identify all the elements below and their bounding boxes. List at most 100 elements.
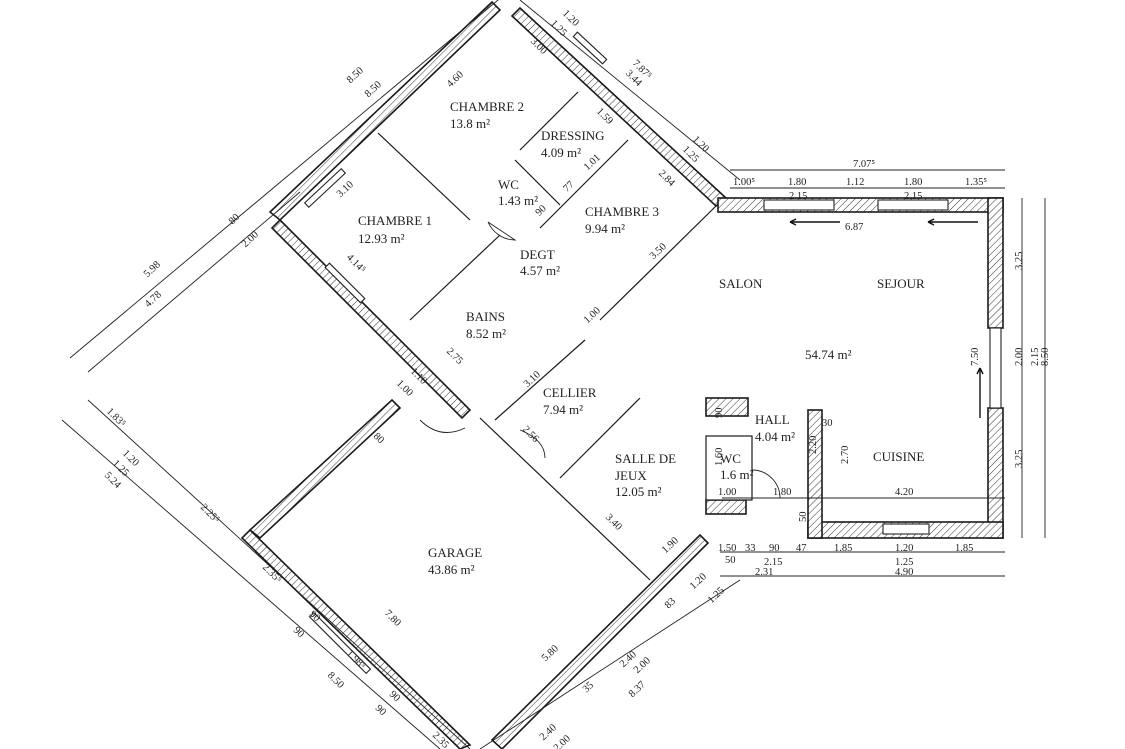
wall-right-lower: [987, 407, 1004, 539]
dim-bl-90d: 90: [373, 703, 388, 718]
room-name-garage: GARAGE: [428, 545, 482, 560]
dim-br-837: 8.37: [627, 679, 648, 700]
window-ch2: [303, 167, 347, 209]
dim-h-420: 4.20: [895, 487, 913, 498]
partition-ch1-ch2: [377, 132, 471, 221]
door-garage: [419, 419, 466, 433]
dim-top-350: 3.50: [648, 241, 669, 262]
partition-garage-cellier: [479, 417, 651, 581]
slide-arrow-1: [789, 218, 840, 226]
wall-hall-left: [705, 397, 749, 417]
dim-left-598: 5.98: [142, 259, 163, 280]
wall-wc2: [705, 435, 753, 501]
dim-top-101: 1.01: [582, 152, 603, 173]
dim-h-160: 1.60: [714, 448, 725, 466]
dim-top-850b: 8.50: [363, 79, 384, 100]
dim-line-top-long: [69, 0, 499, 359]
dim-h-270: 2.70: [840, 446, 851, 464]
dim-b-490: 4.90: [895, 567, 913, 578]
dim-h-180: 1.80: [773, 487, 791, 498]
room-name-chambre2: CHAMBRE 2: [450, 99, 524, 114]
room-name-hall: HALL: [755, 412, 790, 427]
dim-left-310b: 3.10: [522, 369, 543, 390]
dim-r-100: 1.00⁵: [733, 177, 755, 188]
dim-h-30: 30: [822, 418, 833, 429]
dim-r-687: 6.87: [845, 222, 863, 233]
partition-ch3-salon: [599, 205, 717, 321]
dim-r-135: 1.35⁵: [965, 177, 987, 188]
dim-top-850a: 8.50: [345, 65, 366, 86]
room-name-cuisine: CUISINE: [873, 449, 924, 464]
room-area-cellier: 7.94 m²: [543, 402, 583, 417]
dim-top-77: 77: [561, 179, 576, 194]
dim-left-100b: 1.00: [582, 305, 603, 326]
partition-bains: [409, 234, 501, 321]
wall-right-upper: [987, 197, 1004, 329]
dim-line-bl2: [87, 399, 471, 749]
dim-left-275: 2.75: [444, 346, 465, 367]
dim-r-850: 8.50: [1040, 348, 1051, 366]
room-name-chambre3: CHAMBRE 3: [585, 204, 659, 219]
dim-left-200: 2.00: [240, 229, 261, 250]
dim-bl-225: 2.25⁵: [198, 502, 222, 526]
room-name-salle-de-jeux-2: JEUX: [615, 468, 647, 483]
dim-left-190: 1.90: [660, 535, 681, 556]
wall-garage-se: [490, 533, 710, 749]
dim-line-bl: [61, 419, 441, 749]
dim-b-90: 90: [769, 543, 780, 554]
room-area-hall: 4.04 m²: [755, 429, 795, 444]
room-name-cellier: CELLIER: [543, 385, 597, 400]
room-area-garage: 43.86 m²: [428, 562, 475, 577]
partition-wc: [514, 159, 561, 206]
dim-br-580: 5.80: [540, 643, 561, 664]
room-name-degt: DEGT: [520, 247, 555, 262]
room-area-chambre3: 9.94 m²: [585, 221, 625, 236]
dim-r-180b: 1.80: [904, 177, 922, 188]
dim-b-50: 50: [725, 555, 736, 566]
partition-cellier: [559, 397, 641, 479]
living-wing: [705, 197, 1004, 539]
door-cellier: [519, 429, 546, 459]
wall-sw-bedrooms: [270, 218, 472, 420]
dim-b-231: 2.31: [755, 567, 773, 578]
dim-r-215b: 2.15: [904, 191, 922, 202]
wall-garage-sw: [240, 528, 472, 749]
dim-r-180a: 1.80: [788, 177, 806, 188]
window-dressing: [572, 31, 608, 65]
room-area-chambre1: 12.93 m²: [358, 231, 405, 246]
dim-r-750: 7.50: [970, 348, 981, 366]
dim-top-284: 2.84: [656, 168, 677, 189]
room-name-dressing: DRESSING: [541, 128, 605, 143]
wall-nw-bedrooms: [268, 0, 502, 222]
room-area-wc1: 1.43 m²: [498, 193, 538, 208]
dim-top-460: 4.60: [445, 69, 466, 90]
dim-left-100: 1.00: [394, 378, 415, 399]
dim-h-100: 1.00: [718, 487, 736, 498]
dimension-lines: [61, 0, 1046, 749]
door-wc2: [751, 469, 781, 499]
window-right: [989, 327, 1002, 409]
dim-h-220: 2.20: [808, 436, 819, 454]
dim-line-top-mid: [87, 191, 301, 373]
window-cuisine: [882, 523, 930, 535]
dim-b-215: 2.15: [764, 557, 782, 568]
dim-br-83: 83: [663, 596, 678, 611]
room-area-wc2: 1.6 m²: [720, 467, 754, 482]
rotated-wing: [240, 0, 728, 749]
room-area-chambre2: 13.8 m²: [450, 116, 490, 131]
wall-hall-bottom: [705, 499, 747, 515]
slide-arrow-2: [927, 218, 978, 226]
dimension-texts: 8.50 8.50 4.60 3.00 1.20 1.25 7.87⁵ 3.44…: [102, 8, 1051, 749]
wall-ne-bedrooms: [510, 6, 728, 208]
dim-b-33: 33: [745, 543, 756, 554]
dim-left-310: 3.10: [335, 179, 356, 200]
room-name-bains: BAINS: [466, 309, 505, 324]
room-area-degt: 4.57 m²: [520, 263, 560, 278]
dim-bl-780: 7.80: [382, 608, 403, 629]
partition-ch3: [539, 139, 629, 229]
dim-r-200: 2.00: [1014, 348, 1025, 366]
door-wc1: [487, 221, 517, 241]
partition-degt: [494, 339, 586, 421]
dim-left-414: 4.14⁵: [344, 252, 368, 276]
dim-br-120: 1.20: [688, 571, 709, 592]
